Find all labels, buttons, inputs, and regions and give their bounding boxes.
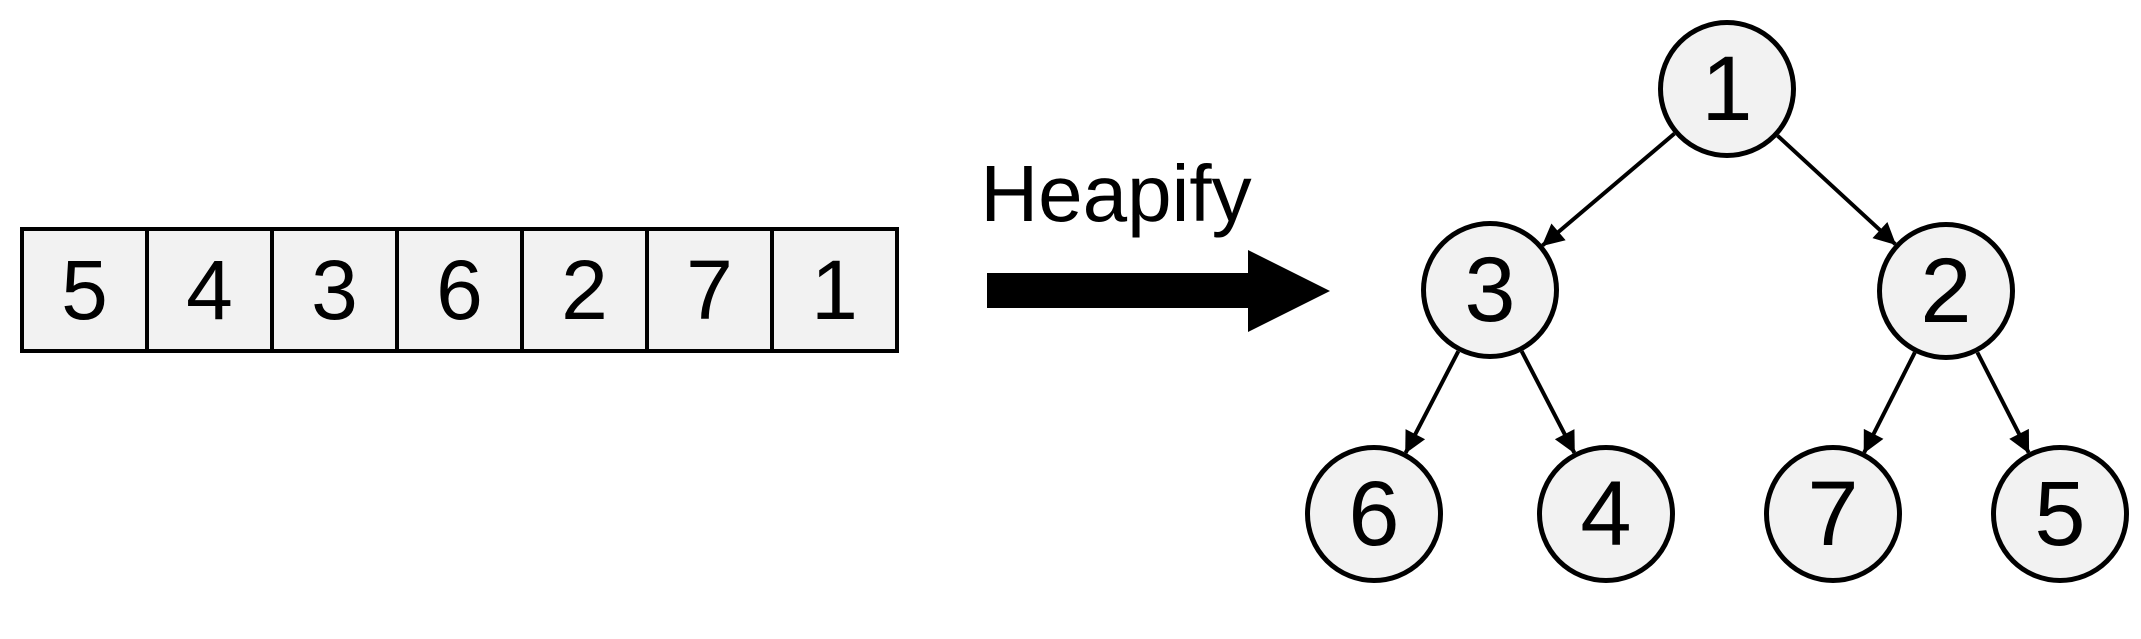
tree-node-leaf-4: 5 <box>1991 445 2129 583</box>
tree-edge-1-2 <box>1776 134 1897 246</box>
array-cell-1: 4 <box>145 227 274 353</box>
array-cell-6: 1 <box>770 227 899 353</box>
tree-node-left: 3 <box>1421 221 1559 359</box>
tree-edge-1-3 <box>1541 132 1676 247</box>
heapify-arrow-icon <box>987 250 1330 332</box>
tree-node-leaf-2: 4 <box>1537 445 1675 583</box>
tree-edge-2-7 <box>1862 351 1917 454</box>
tree-edge-2-5 <box>1975 351 2031 454</box>
tree-node-leaf-1: 6 <box>1305 445 1443 583</box>
array-cell-5: 7 <box>645 227 774 353</box>
array-cell-4: 2 <box>520 227 649 353</box>
heapify-label: Heapify <box>980 149 1252 238</box>
input-array: 5 4 3 6 2 7 1 <box>20 227 899 353</box>
array-cell-3: 6 <box>395 227 524 353</box>
array-cell-0: 5 <box>20 227 149 353</box>
tree-node-right: 2 <box>1877 222 2015 360</box>
tree-edge-3-6 <box>1403 350 1461 454</box>
tree-node-root: 1 <box>1658 20 1796 158</box>
tree-edge-3-4 <box>1519 350 1577 454</box>
tree-node-leaf-3: 7 <box>1764 445 1902 583</box>
